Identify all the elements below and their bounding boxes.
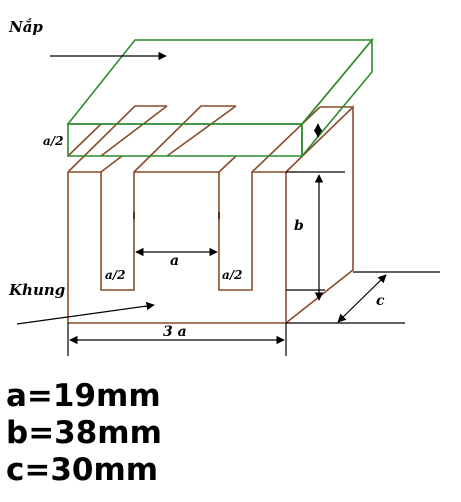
frame-left-leg-inner bbox=[67, 123, 102, 157]
three-a-label: 3 a bbox=[163, 324, 187, 340]
dimension-values: a=19mm b=38mm c=30mm bbox=[6, 378, 162, 489]
frame-left-leg-top bbox=[67, 105, 167, 173]
c-label: c bbox=[376, 293, 385, 309]
dimension-c: c=30mm bbox=[6, 452, 159, 488]
frame-middle-leg-top-right bbox=[218, 155, 237, 173]
dimension-lines bbox=[16, 51, 440, 356]
lid-top-face bbox=[66, 39, 374, 125]
frame-mid-leg-inner bbox=[166, 105, 237, 157]
frame-front-face bbox=[67, 171, 287, 324]
frame-left-leg-inner-2 bbox=[100, 105, 168, 157]
frame-left-leg-top-right bbox=[100, 155, 123, 173]
b-label: b bbox=[294, 218, 304, 234]
dimension-a: a=19mm bbox=[6, 378, 161, 414]
frame-middle-leg-top bbox=[133, 105, 236, 173]
lid-front-face bbox=[67, 123, 303, 157]
left-leg-width-label: a/2 bbox=[105, 268, 126, 282]
lid-label: Nắp bbox=[8, 18, 43, 36]
inner-a-label: a bbox=[170, 253, 179, 269]
frame-pointer-arrow bbox=[16, 301, 155, 325]
lid-thickness-label: a/2 bbox=[43, 134, 64, 148]
dimension-b: b=38mm bbox=[6, 415, 162, 451]
lid bbox=[66, 37, 374, 159]
c-dimension-line bbox=[337, 274, 387, 323]
frame-label: Khung bbox=[8, 281, 65, 299]
frame-right-leg-top-back bbox=[251, 106, 321, 173]
right-leg-width-label: a/2 bbox=[222, 268, 243, 282]
lid-right-face bbox=[301, 37, 373, 159]
